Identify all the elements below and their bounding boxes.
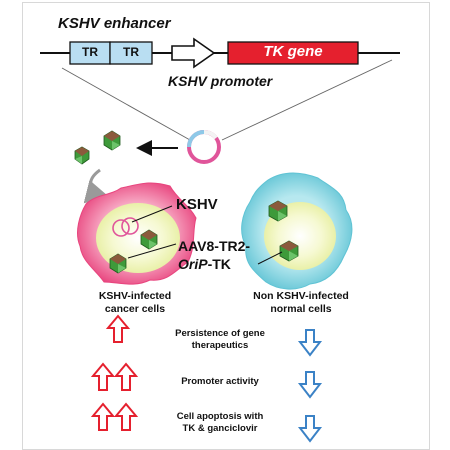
comparison-row-3: Cell apoptosis with TK & ganciclovir <box>150 411 290 435</box>
down-arrow-icon <box>297 415 323 443</box>
up-arrow-icon <box>105 314 131 343</box>
down-arrow-icon <box>297 371 323 399</box>
tr-box-2 <box>109 41 153 65</box>
infected-caption-line1: KSHV-infected <box>98 290 172 302</box>
promoter-label: KSHV promoter <box>168 73 273 89</box>
zoom-line-left <box>61 67 191 141</box>
vector-pointer <box>127 243 177 259</box>
tk-gene-box <box>227 41 359 65</box>
up-arrow-icon <box>113 402 139 431</box>
tr-label-1: TR <box>82 45 98 59</box>
promoter-arrow <box>171 37 216 69</box>
comparison-row-2: Promoter activity <box>150 376 290 388</box>
enhancer-label: KSHV enhancer <box>58 15 171 32</box>
row-1-line2: therapeutics <box>191 340 249 351</box>
up-arrow-icon <box>90 362 116 391</box>
infected-cancer-cell <box>77 182 197 285</box>
normal-cell <box>241 172 353 290</box>
virion-icon <box>74 146 90 165</box>
oriP-text: OriP <box>178 256 208 272</box>
row-3-line2: TK & ganciclovir <box>182 423 258 434</box>
down-arrow-icon <box>297 329 323 357</box>
infected-caption-line2: cancer cells <box>104 303 166 315</box>
normal-caption-line1: Non KSHV-infected <box>253 290 349 302</box>
up-arrow-icon <box>113 362 139 391</box>
row-3-line1: Cell apoptosis with <box>176 411 264 422</box>
kshv-pointer <box>131 205 173 223</box>
comparison-row-1: Persistence of gene therapeutics <box>150 328 290 352</box>
up-arrow-icon <box>90 402 116 431</box>
zoom-line-right <box>221 59 393 141</box>
infection-arrow <box>83 168 110 204</box>
vector-label-line2: OriP-TK <box>178 256 231 272</box>
tr-label-2: TR <box>123 45 139 59</box>
normal-cells-caption: Non KSHV-infected normal cells <box>236 290 366 316</box>
plasmid-icon <box>187 130 221 164</box>
infected-cells-caption: KSHV-infected cancer cells <box>70 290 200 316</box>
vector-pointer-normal <box>257 251 283 265</box>
vector-suffix-text: -TK <box>207 256 231 272</box>
vector-label-line1: AAV8-TR2- <box>178 238 251 254</box>
row-1-line1: Persistence of gene <box>175 328 265 339</box>
normal-caption-line2: normal cells <box>270 303 332 315</box>
row-2-line1: Promoter activity <box>181 376 259 387</box>
tk-gene-label: TK gene <box>263 43 323 60</box>
virion-icon <box>103 130 121 151</box>
kshv-label: KSHV <box>176 196 218 213</box>
